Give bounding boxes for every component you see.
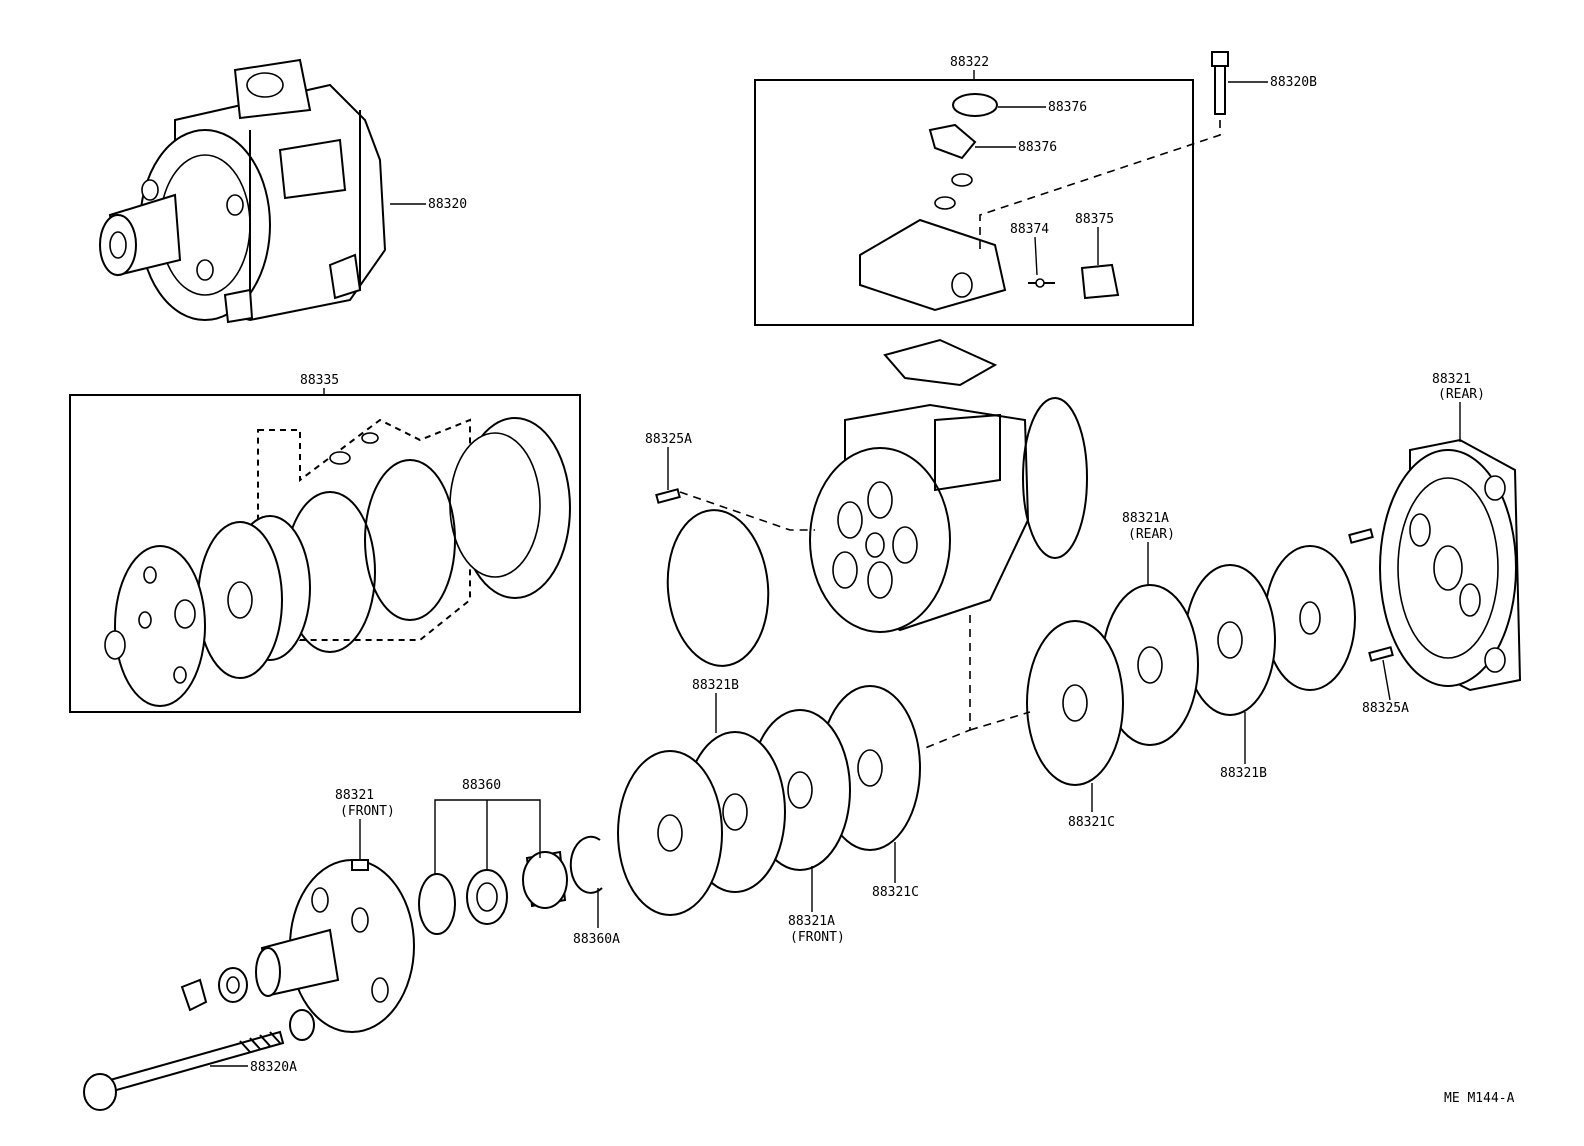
pin-88325A-top — [655, 488, 681, 504]
label-88325A-right: 88325A — [1362, 701, 1409, 716]
label-88374: 88374 — [1010, 222, 1049, 237]
label-88321C-right: 88321C — [1068, 815, 1115, 830]
shaft-seal-drawing — [418, 835, 603, 935]
rear-valve-plates-drawing — [1026, 545, 1356, 786]
group-box-88322 — [754, 79, 1194, 326]
rear-head-drawing — [1379, 438, 1522, 692]
label-88375: 88375 — [1075, 212, 1114, 227]
label-88360A: 88360A — [573, 932, 620, 947]
bolt-88320B-drawing — [1211, 51, 1229, 115]
label-88321-rear-note: (REAR) — [1438, 387, 1485, 402]
label-88321A-rear-note: (REAR) — [1128, 527, 1175, 542]
label-88321-front-note: (FRONT) — [340, 804, 395, 819]
label-88320A: 88320A — [250, 1060, 297, 1075]
group-box-88335 — [69, 394, 581, 713]
label-88321A-front-note: (FRONT) — [790, 930, 845, 945]
o-ring-large — [666, 509, 770, 667]
valve-parts-drawing — [859, 93, 1120, 312]
label-88320: 88320 — [428, 197, 467, 212]
compressor-housing-drawing — [809, 397, 1088, 633]
compressor-assembly-drawing — [99, 58, 387, 324]
label-88321A-rear: 88321A — [1122, 511, 1169, 526]
label-88325A-top: 88325A — [645, 432, 692, 447]
pin-88325A-right-lower — [1368, 646, 1394, 662]
label-88376-top: 88376 — [1048, 100, 1087, 115]
label-88321-front: 88321 — [335, 788, 374, 803]
label-88322: 88322 — [950, 55, 989, 70]
label-88320B: 88320B — [1270, 75, 1317, 90]
cylinder-kit-drawing — [104, 417, 571, 707]
gasket-drawing — [883, 338, 998, 387]
label-88376-mid: 88376 — [1018, 140, 1057, 155]
pin-88325A-right-upper — [1348, 528, 1374, 544]
front-head-drawing — [180, 859, 415, 1041]
diagram-code: ME M144-A — [1444, 1091, 1515, 1106]
label-88321-rear: 88321 — [1432, 372, 1471, 387]
label-88335: 88335 — [300, 373, 339, 388]
front-valve-plates-drawing — [617, 685, 921, 916]
label-88321C-mid: 88321C — [872, 885, 919, 900]
label-88321A-front: 88321A — [788, 914, 835, 929]
label-88321B-top: 88321B — [692, 678, 739, 693]
label-88321B-right: 88321B — [1220, 766, 1267, 781]
label-88360: 88360 — [462, 778, 501, 793]
bolt-88320A-drawing — [83, 1030, 285, 1111]
